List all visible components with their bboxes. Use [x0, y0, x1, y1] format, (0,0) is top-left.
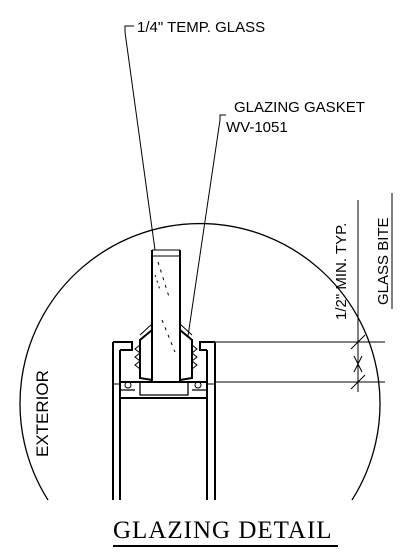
exterior-label: EXTERIOR [33, 370, 52, 457]
glass-pane [151, 249, 181, 382]
drawing-title: GLAZING DETAIL [113, 517, 333, 544]
gasket-label-line2: WV-1051 [226, 119, 288, 136]
detail-circle [19, 223, 381, 501]
frame-profile [112, 341, 216, 500]
glazing-gasket [134, 323, 198, 382]
bite-label-line1: 1/2" MIN. TYP. [333, 223, 350, 320]
glass-label: 1/4" TEMP. GLASS [137, 19, 265, 36]
leader-lines [124, 25, 226, 337]
bite-label-line2: GLASS BITE [375, 217, 392, 305]
glass-bite-dimension [215, 200, 385, 392]
gasket-label-line1: GLAZING GASKET [234, 99, 365, 116]
